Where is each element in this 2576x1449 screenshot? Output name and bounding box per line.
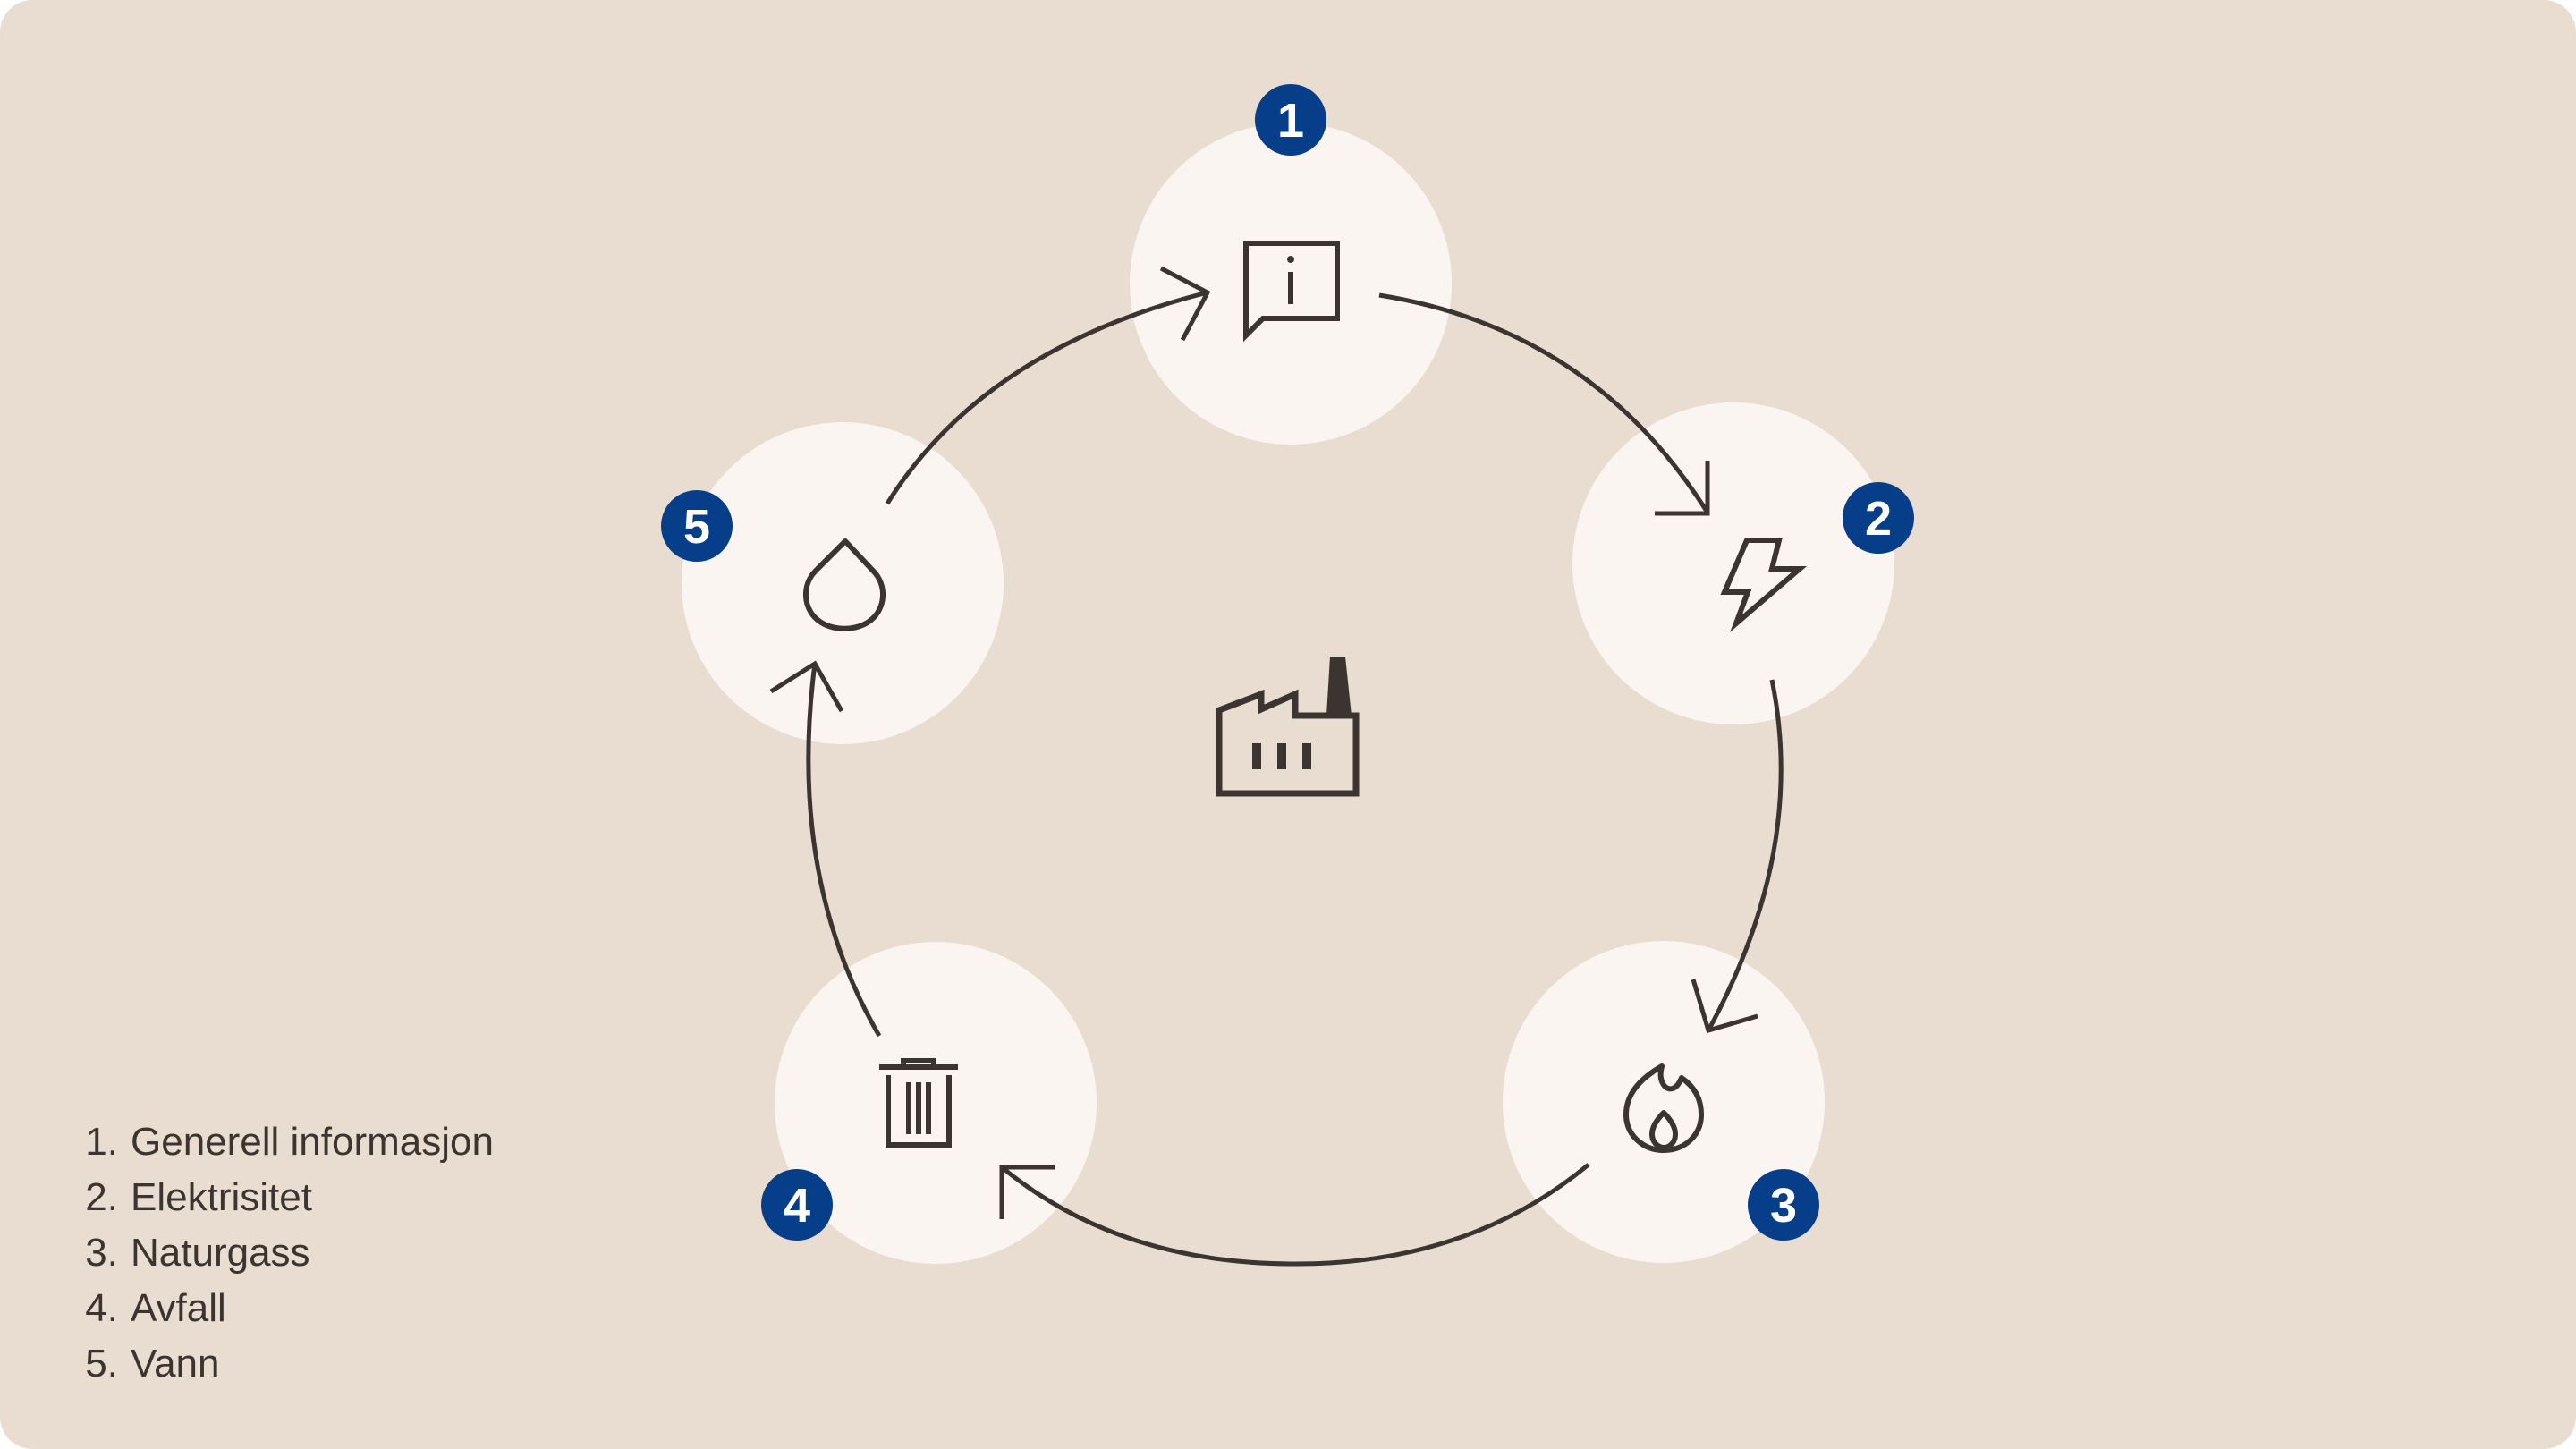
legend-label: Avfall [131,1286,226,1330]
badge-number-1: 1 [1277,94,1304,148]
legend-number: 4. [85,1286,118,1330]
legend-item: 2. Elektrisitet [70,1170,494,1225]
badge-number-5: 5 [683,500,710,554]
info-message-icon [1243,241,1340,343]
badge-4: 4 [761,1169,833,1241]
lightning-bolt-icon [1720,538,1808,632]
badge-3: 3 [1748,1169,1819,1241]
legend-item: 5. Vann [70,1336,494,1392]
arrow-5-to-1 [885,290,1208,505]
legend-label: Vann [131,1342,220,1385]
legend-number: 3. [85,1231,118,1275]
legend-item: 3. Naturgass [70,1225,494,1281]
legend-number: 5. [85,1342,118,1385]
arrowhead-5-to-1 [1159,266,1211,342]
legend-label: Elektrisitet [131,1175,312,1219]
legend: 1. Generell informasjon 2. Elektrisitet … [70,1114,494,1392]
arrowhead-3-to-4 [999,1165,1055,1219]
legend-number: 2. [85,1175,118,1219]
arrow-2-to-3 [1706,679,1784,1032]
arrowhead-1-to-2 [1655,461,1710,516]
legend-item: 4. Avfall [70,1281,494,1336]
badge-1: 1 [1255,84,1326,156]
legend-number: 1. [85,1120,118,1164]
node-circle-2 [1572,402,1894,724]
badge-number-4: 4 [784,1179,810,1233]
badge-number-3: 3 [1770,1179,1797,1233]
arrow-4-to-5 [806,663,882,1038]
legend-label: Generell informasjon [131,1120,494,1164]
trash-can-icon [879,1058,958,1148]
water-drop-icon [802,538,886,631]
arrow-3-to-4 [1000,1163,1590,1267]
flame-icon [1623,1063,1704,1153]
badge-number-2: 2 [1865,492,1892,546]
badge-2: 2 [1843,482,1914,554]
node-circle-4 [775,942,1097,1264]
node-circle-5 [682,422,1004,744]
badge-5: 5 [661,490,733,562]
legend-label: Naturgass [131,1231,310,1275]
factory-icon [1216,657,1360,797]
arrowhead-4-to-5 [769,660,844,713]
legend-item: 1. Generell informasjon [70,1114,494,1170]
arrowhead-2-to-3 [1690,979,1758,1034]
arrow-1-to-2 [1378,292,1710,514]
